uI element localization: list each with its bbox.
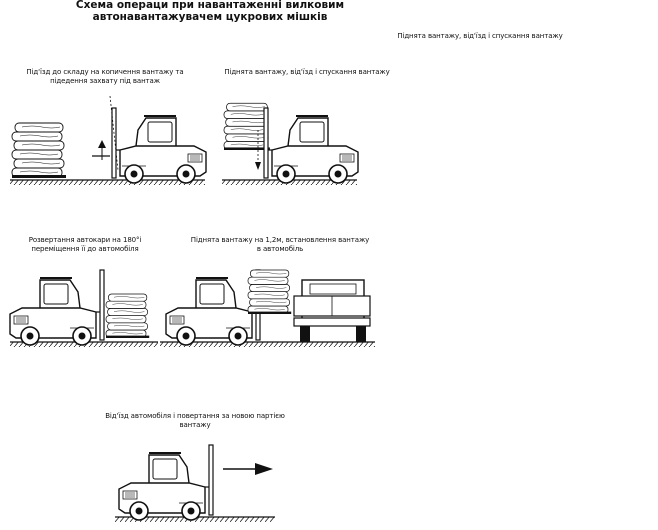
- sack-stack: [105, 293, 150, 338]
- scene-step-4: [160, 269, 375, 347]
- scene-step-1: [10, 95, 207, 185]
- ground-hatch: [10, 180, 205, 185]
- diagram-title: Схема операци при навантаженні вилковим …: [40, 0, 380, 24]
- arrow-right-icon: [255, 463, 273, 475]
- scene-step-5: [115, 444, 275, 522]
- forklift: [263, 107, 359, 184]
- caption-step-1: Під'їзд до складу на копичення вантажу т…: [26, 68, 184, 85]
- sack-stack: [223, 102, 270, 150]
- caption-step-4: Піднята вантажу на 1,2м, встановлення ва…: [190, 236, 370, 253]
- forklift: [9, 269, 105, 346]
- arrow-head-icon: [98, 140, 106, 148]
- arrow-head-icon: [255, 162, 261, 170]
- sack-stack: [247, 269, 292, 314]
- caption-step-3: Розвертання автокари на 180°і переміщенн…: [28, 236, 142, 253]
- forklift: [118, 444, 214, 521]
- title-line-1: Схема операци при навантаженні вилковим: [75, 0, 345, 11]
- scene-step-3: [9, 269, 158, 347]
- forklift: [111, 107, 207, 184]
- ground-hatch: [160, 342, 375, 347]
- title-line-2: автонавантажувачем цукрових мішків: [92, 10, 328, 23]
- caption-step-2: Піднята вантажу, від'їзд і спускання ван…: [224, 68, 390, 76]
- truck-rear: [293, 279, 371, 342]
- scene-step-2: [222, 102, 359, 185]
- forklift: [165, 269, 261, 346]
- sack-stack: [11, 122, 66, 178]
- caption-step-5: Від'їзд автомобіля і повертання за новою…: [105, 412, 285, 429]
- caption-right: Піднята вантажу, від'їзд і спускання ван…: [397, 32, 563, 40]
- mast-dashed: [109, 95, 119, 171]
